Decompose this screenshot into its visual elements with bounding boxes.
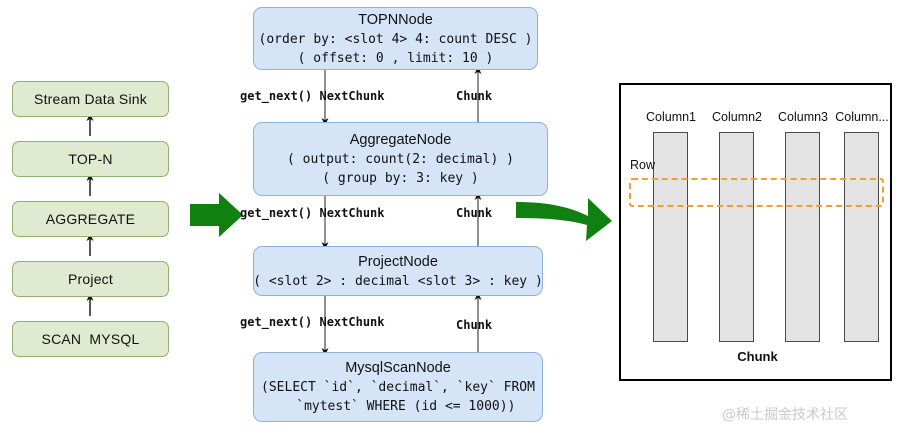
executor-node-aggregatenode-line-1: ( output: count(2: decimal) ) [287,152,514,167]
executor-node-aggregatenode[interactable]: AggregateNode ( output: count(2: decimal… [253,122,548,196]
edge-label-chunk-3: Chunk [456,318,493,332]
executor-node-aggregatenode-title: AggregateNode [349,132,452,148]
edge-label-chunk-1: Chunk [456,89,493,103]
edge-label-get-next-3: get_next() NextChunk [240,315,385,329]
plan-node-top-n[interactable]: TOP-N [12,141,169,177]
executor-node-projectnode-title: ProjectNode [358,253,438,270]
executor-node-topnnode-line-1: (order by: <slot 4> 4: count DESC ) [258,31,533,47]
executor-node-mysqlscannode-line-2: `mytest` WHERE (id <= 1000)) [280,399,516,414]
green-curved-right-arrow-icon [516,198,612,241]
green-right-arrow-icon [190,193,243,237]
chunk-column-label-2: Column2 [711,110,763,124]
chunk-caption: Chunk [737,349,778,364]
chunk-column-bar-4 [844,132,879,342]
chunk-column-label-1: Column1 [645,110,697,124]
watermark: @稀土掘金技术社区 [722,407,848,423]
executor-connector-group [321,66,482,356]
edge-label-chunk-2: Chunk [456,206,493,220]
executor-node-topnnode-line-2: ( offset: 0 , limit: 10 ) [297,50,494,66]
chunk-column-label-4: Column... [835,110,889,124]
chunk-column-bar-2 [719,132,754,342]
executor-node-projectnode[interactable]: ProjectNode ( <slot 2> : decimal <slot 3… [253,246,543,296]
chunk-row-highlight [629,178,884,207]
plan-node-project[interactable]: Project [12,261,169,297]
edge-label-get-next-1: get_next() NextChunk [240,89,385,103]
executor-node-topnnode-title: TOPNNode [358,11,433,28]
executor-node-topnnode[interactable]: TOPNNode (order by: <slot 4> 4: count DE… [253,7,538,70]
chunk-column-bar-1 [653,132,688,342]
executor-node-aggregatenode-line-2: ( group by: 3: key ) [322,171,479,186]
executor-node-mysqlscannode-line-1: (SELECT `id`, `decimal`, `key` FROM [261,380,535,395]
chunk-row-label: Row [630,158,656,172]
plan-node-aggregate[interactable]: AGGREGATE [12,201,169,237]
chunk-column-label-3: Column3 [777,110,829,124]
chunk-panel: Column1 Column2 Column3 Column... Row Ch… [619,83,892,381]
chunk-column-bar-3 [785,132,820,342]
plan-node-scan-mysql[interactable]: SCAN MYSQL [12,321,169,357]
edge-label-get-next-2: get_next() NextChunk [240,206,385,220]
executor-node-projectnode-line-1: ( <slot 2> : decimal <slot 3> : key ) [253,273,543,289]
executor-node-mysqlscannode[interactable]: MysqlScanNode (SELECT `id`, `decimal`, `… [253,352,543,422]
executor-node-mysqlscannode-title: MysqlScanNode [345,360,451,376]
plan-node-stream-data-sink[interactable]: Stream Data Sink [12,81,169,117]
